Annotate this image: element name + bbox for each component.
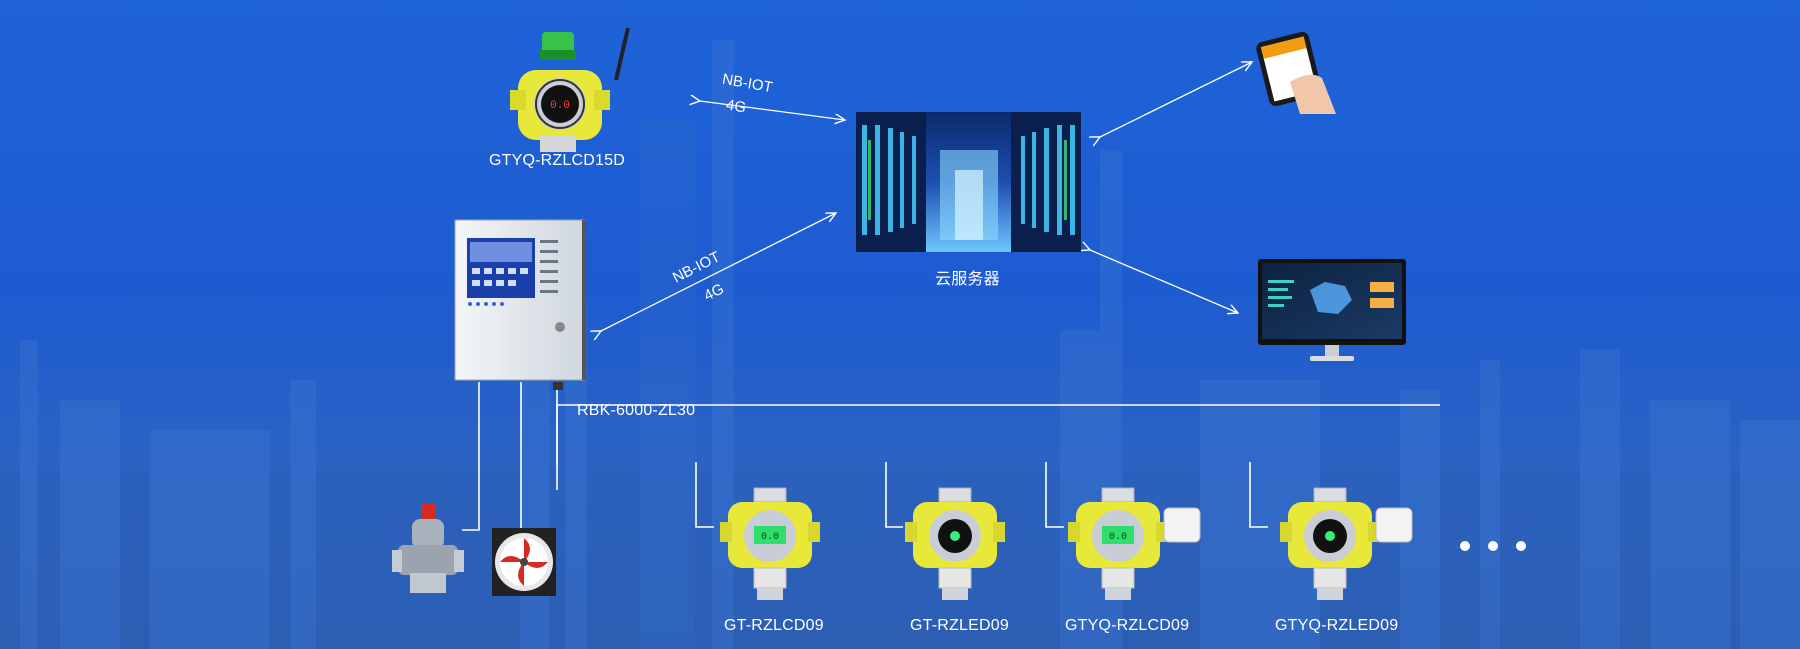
dot <box>1488 541 1498 551</box>
gas-detector-4 <box>1280 487 1413 600</box>
detector-sensor-tip <box>942 588 968 600</box>
detector-side-module <box>1163 507 1201 543</box>
gas-detector-1: 0.0 <box>720 487 820 600</box>
wireless-detector-label: GTYQ-RZLCD15D <box>489 152 625 169</box>
detector-lcd-value: 0.0 <box>1109 532 1127 543</box>
detector-sensor-head <box>938 567 972 589</box>
detector-label-3: GTYQ-RZLCD09 <box>1065 617 1190 634</box>
detector-sensor-head <box>1101 567 1135 589</box>
wireless-detector-device <box>510 27 630 152</box>
detector-label-1: GT-RZLCD09 <box>724 617 824 634</box>
detector-sensor-head <box>1313 567 1347 589</box>
detector-sensor-tip <box>1105 588 1131 600</box>
detector-lcd <box>754 526 786 544</box>
detector-port-right <box>993 522 1005 542</box>
detector-lcd-value: 0.0 <box>761 532 779 543</box>
detector-cap <box>753 487 787 503</box>
gas-detector-2 <box>905 487 1005 600</box>
gas-detector-3: 0.0 <box>1068 487 1201 600</box>
detector-port-right <box>808 522 820 542</box>
smartphone-icon <box>1256 31 1336 114</box>
solenoid-valve-icon <box>392 503 464 593</box>
wireless-detector-display: 0.0 <box>550 100 570 112</box>
detector-port-left <box>1068 522 1080 542</box>
detector-port-left <box>1280 522 1292 542</box>
cloud-server-label: 云服务器 <box>935 271 1000 288</box>
detector-sensor-head <box>753 567 787 589</box>
controller-label: RBK-6000-ZL30 <box>577 402 696 419</box>
detector-label-2: GT-RZLED09 <box>910 617 1009 634</box>
detector-lcd <box>1102 526 1134 544</box>
detector-port-left <box>720 522 732 542</box>
dot <box>1516 541 1526 551</box>
detector-sensor-tip <box>1317 588 1343 600</box>
detector-port-left <box>905 522 917 542</box>
detector-cap <box>938 487 972 503</box>
detector-side-module <box>1375 507 1413 543</box>
cloud-server-image <box>856 112 1081 252</box>
controller-cabinet <box>454 219 586 390</box>
detector-cap <box>1313 487 1347 503</box>
monitor-dashboard-icon <box>1258 259 1406 361</box>
detector-sensor-tip <box>757 588 783 600</box>
detector-label-4: GTYQ-RZLED09 <box>1275 617 1399 634</box>
detector-cap <box>1101 487 1135 503</box>
more-dots-icon <box>1460 541 1526 551</box>
wireless-links <box>601 62 1252 331</box>
detector-led <box>950 531 960 541</box>
dot <box>1460 541 1470 551</box>
detector-led <box>1325 531 1335 541</box>
exhaust-fan-icon <box>492 528 556 596</box>
link-alt-top: 4G <box>724 96 748 117</box>
